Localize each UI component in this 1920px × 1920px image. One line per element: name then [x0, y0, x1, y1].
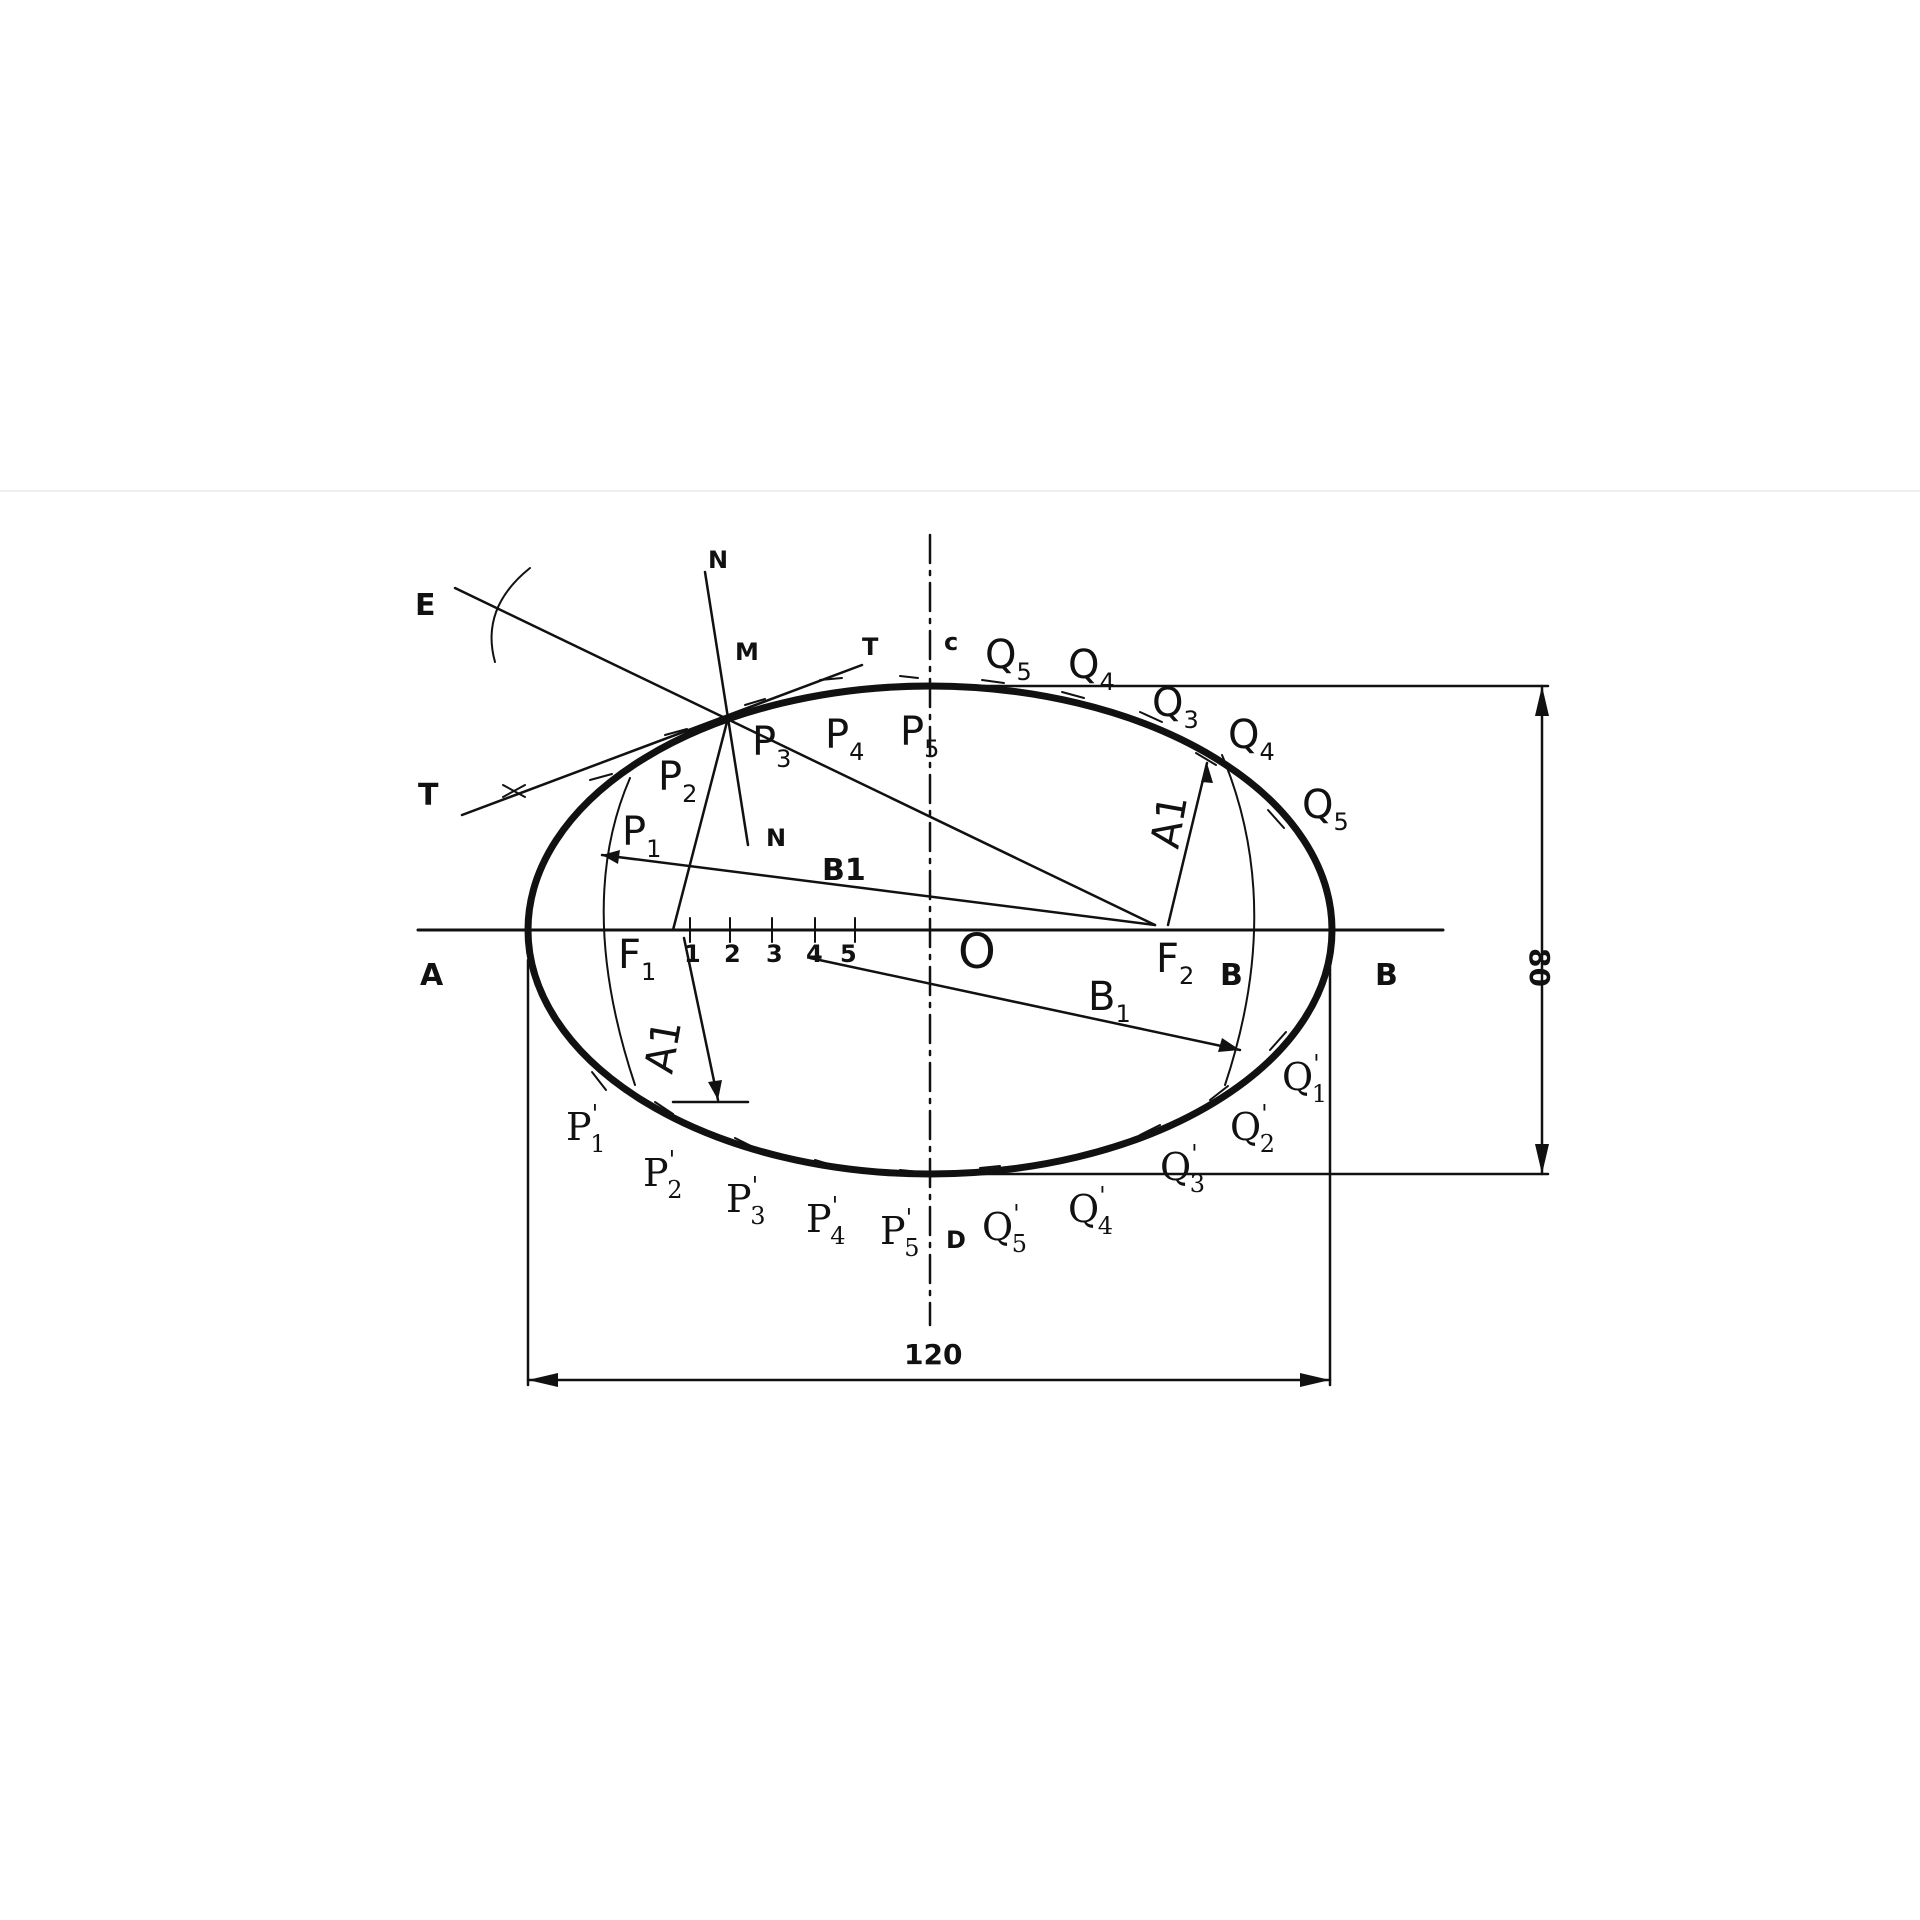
line-a1-left	[682, 936, 720, 1102]
label-q3-prime: Q'3	[1160, 1140, 1205, 1198]
label-f2: F2	[1156, 936, 1194, 990]
label-q5-top: Q5	[985, 632, 1032, 686]
label-e: E	[415, 588, 436, 623]
label-m: M	[735, 638, 759, 666]
svg-text:3: 3	[766, 940, 783, 968]
label-b1-upper: B1	[822, 853, 866, 888]
line-a1-right	[1166, 761, 1209, 927]
scale-tick-labels: 1 2 3 4 5	[684, 940, 857, 968]
arrowheads	[602, 763, 1240, 1100]
label-f1: F1	[618, 932, 656, 986]
label-a1-right: A1	[1143, 792, 1197, 852]
label-b1-lower: B1	[1088, 974, 1131, 1028]
label-n-top: N	[708, 546, 728, 574]
label-q1-prime: Q'1	[1282, 1050, 1327, 1108]
dim-height-arrow-top	[1535, 686, 1549, 716]
label-t-top: T	[862, 633, 879, 661]
line-b1-upper	[600, 853, 1157, 927]
label-q4-right: Q4	[1228, 712, 1275, 766]
dim-width-arrow-right	[1300, 1373, 1330, 1387]
label-b-inner: B	[1220, 958, 1243, 993]
top-band	[0, 0, 1920, 492]
label-b: B	[1375, 958, 1398, 993]
label-q4-top: Q4	[1068, 642, 1115, 696]
label-q5-right: Q5	[1302, 782, 1349, 836]
label-p1-prime: P'1	[566, 1100, 605, 1158]
svg-text:5: 5	[840, 940, 857, 968]
label-a1-left: A1	[637, 1017, 691, 1077]
label-q3-top: Q3	[1152, 680, 1199, 734]
label-p3: P3	[752, 719, 791, 773]
svg-text:2: 2	[724, 940, 741, 968]
svg-text:1: 1	[684, 940, 701, 968]
label-p1: P1	[622, 809, 661, 863]
intersection-marks	[502, 675, 1287, 1173]
svg-text:4: 4	[806, 940, 823, 968]
label-c: c	[944, 628, 958, 656]
line-b1-lower	[808, 956, 1242, 1052]
label-o: O	[958, 924, 996, 980]
label-p4: P4	[825, 712, 864, 766]
label-d: D	[946, 1226, 966, 1254]
label-p5: P5	[900, 709, 939, 763]
tangent-line-t	[460, 663, 864, 817]
arc-right-construction	[1221, 754, 1256, 1086]
label-p4-prime: P'4	[806, 1192, 845, 1250]
arc-e-mark	[490, 567, 531, 663]
label-a: A	[420, 958, 444, 993]
arc-left-construction	[602, 777, 636, 1086]
line-f1-to-p3	[671, 716, 730, 932]
scale-tick-marks	[689, 917, 856, 943]
label-p2: P2	[658, 754, 697, 808]
label-p3-prime: P'3	[726, 1172, 765, 1230]
dim-height-label: 80	[1523, 948, 1556, 987]
label-q5-prime: Q'5	[982, 1200, 1027, 1258]
line-e-to-f2	[453, 586, 1157, 927]
dim-height-arrow-bottom	[1535, 1144, 1549, 1174]
dim-width-label: 120	[904, 1338, 962, 1371]
label-p2-prime: P'2	[643, 1146, 682, 1204]
label-p5-prime: P'5	[880, 1204, 919, 1262]
dim-width-arrow-left	[528, 1373, 558, 1387]
normal-line-n	[703, 570, 750, 847]
label-t-left: T	[418, 778, 439, 813]
label-q2-prime: Q'2	[1230, 1100, 1275, 1158]
label-q4-prime: Q'4	[1068, 1182, 1113, 1240]
label-n-bottom: N	[766, 824, 786, 852]
